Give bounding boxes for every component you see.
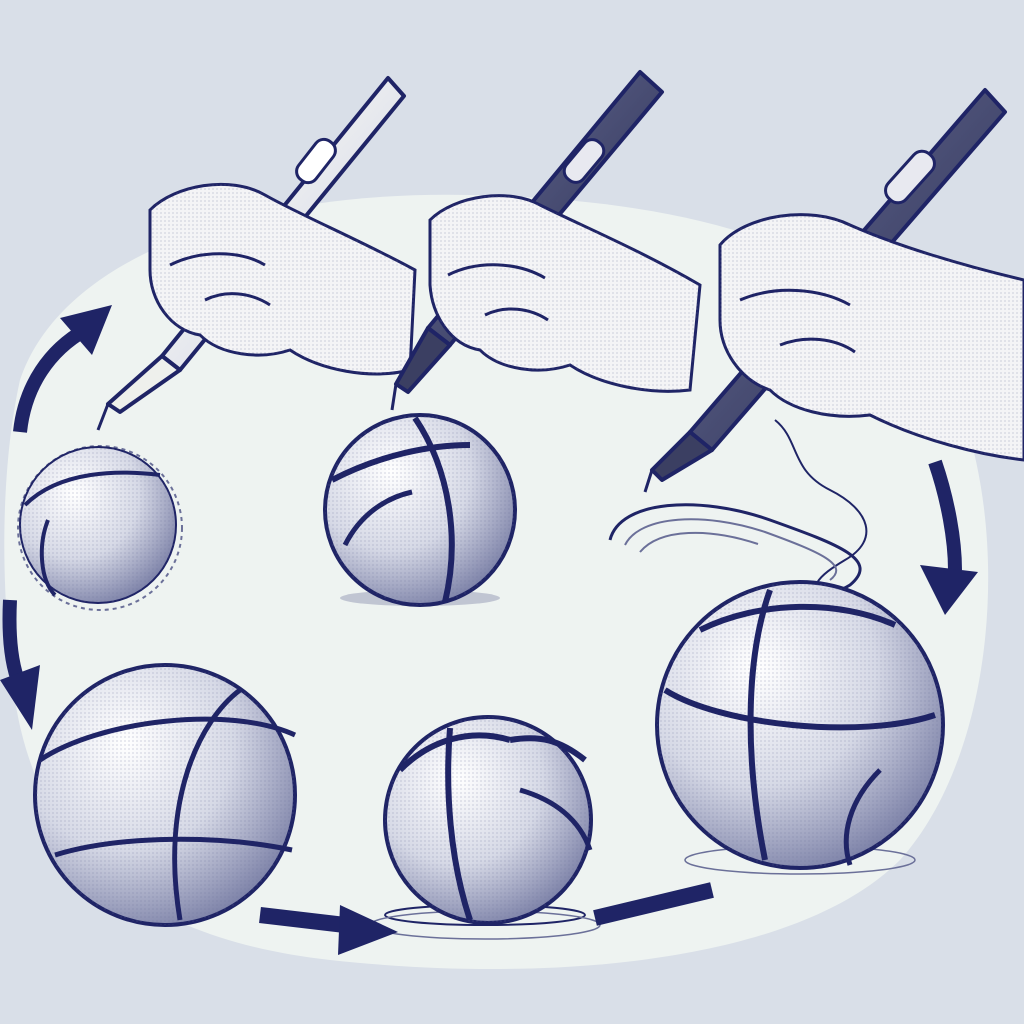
- ball-icon: [17, 445, 183, 611]
- ball-3: [33, 663, 297, 927]
- curved-arrow-icon: [0, 599, 40, 730]
- hand-with-pen-1: [96, 76, 417, 431]
- ball-1: [17, 445, 183, 611]
- ball-5: [608, 503, 945, 875]
- hand-icon: [718, 213, 1024, 462]
- curved-arrow-icon: [13, 305, 112, 433]
- ball-4: [369, 715, 601, 940]
- right-arrow-icon: [259, 905, 398, 955]
- hand-with-pen-2: [390, 70, 702, 411]
- hand-icon: [148, 182, 417, 376]
- hand-with-pen-3: [643, 88, 1024, 611]
- right-arrow-icon: [593, 882, 714, 926]
- hand-icon: [428, 194, 702, 393]
- down-arrow-icon: [920, 459, 978, 615]
- ball-2: [323, 413, 517, 607]
